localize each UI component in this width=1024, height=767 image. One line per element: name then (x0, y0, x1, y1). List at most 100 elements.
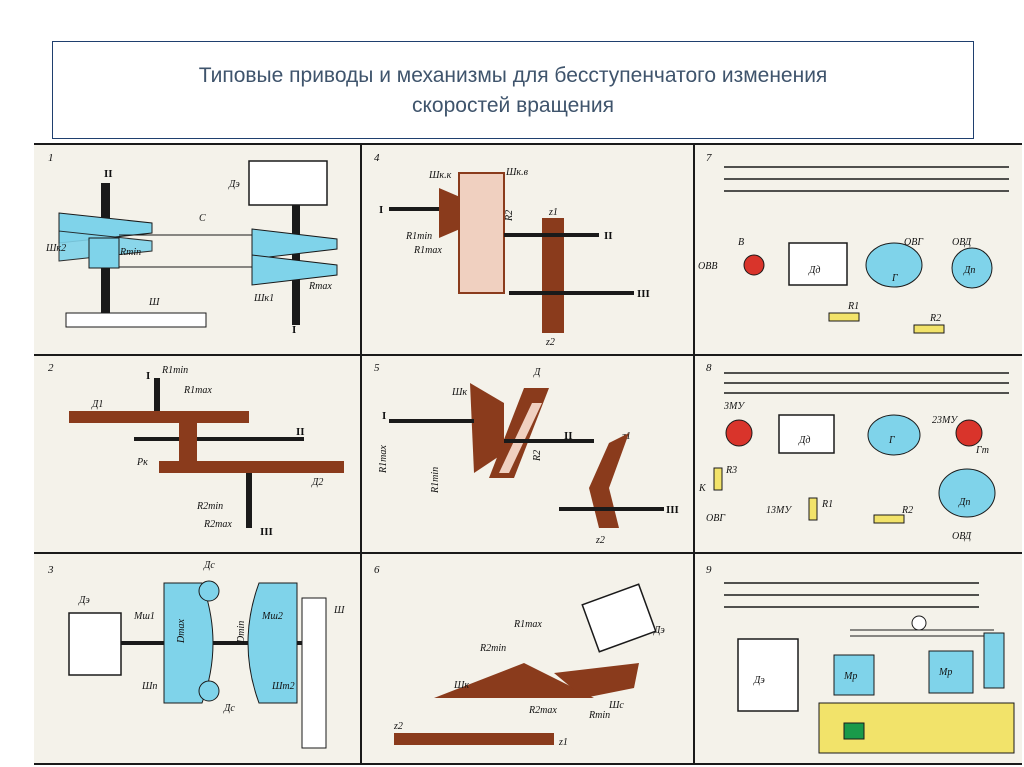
p2-d2: Д2 (311, 477, 323, 488)
p8-gt: Гт (975, 445, 989, 456)
p7-dd: Дд (808, 265, 820, 276)
p5-r2: R2 (532, 450, 543, 462)
p4-z2: z2 (545, 337, 555, 348)
p5-d: Д (533, 367, 541, 378)
diagram-sheet: 1 II Шк2 Rmin С Дэ Шк1 Rmax I Ш 2 I R1mi… (34, 143, 1022, 765)
p3-msh2: Мш2 (261, 611, 283, 622)
p1-rmin: Rmin (119, 247, 141, 258)
panel-grid (34, 143, 1022, 765)
p3-de: Дэ (78, 595, 90, 606)
p2-r2max: R2max (203, 519, 232, 530)
p5-roman-1: I (382, 410, 386, 422)
panel-1: 1 II Шк2 Rmin С Дэ Шк1 Rmax I Ш (45, 152, 338, 336)
p8-r1: R1 (821, 499, 833, 510)
p2-r1min: R1min (161, 365, 188, 376)
title-line-1: Типовые приводы и механизмы для бесступе… (198, 64, 828, 87)
p7-ovg: ОВГ (904, 237, 923, 248)
p3-msh1: Мш1 (133, 611, 155, 622)
p8-g: Г (888, 435, 895, 446)
p5-shk: Шк (451, 387, 467, 398)
p6-r2min: R2min (479, 643, 506, 654)
p8-dp: Дп (958, 497, 970, 508)
p3-dc-top: Дс (203, 560, 215, 571)
panel-1-number: 1 (48, 152, 54, 164)
p4-shkv: Шк.в (505, 167, 529, 178)
panel-8-number: 8 (706, 362, 712, 374)
p1-sh: Ш (148, 297, 160, 308)
panel-2: 2 I R1min R1max Д1 II Рк Д2 R2min R2max … (48, 362, 344, 538)
p7-ovd: ОВД (952, 237, 972, 248)
p3-sh: Ш (333, 605, 345, 616)
panel-5: 5 Шк Д I R1max R1min II R2 z1 III z2 (374, 362, 679, 546)
diagram-svg: 1 II Шк2 Rmin С Дэ Шк1 Rmax I Ш 2 I R1mi… (34, 143, 1022, 765)
p6-shc: Шс (608, 700, 624, 711)
p8-ovd: ОВД (952, 531, 972, 542)
title-line-2: скоростей вращения (411, 94, 615, 117)
p8-k: К (698, 483, 707, 494)
p2-roman-mid: II (296, 426, 305, 438)
panel-7-number: 7 (706, 152, 712, 164)
p4-r1min: R1min (405, 231, 432, 242)
p2-rk: Рк (136, 457, 148, 468)
p2-roman-top: I (146, 370, 150, 382)
p7-v: В (738, 237, 744, 248)
p6-z2: z2 (393, 721, 403, 732)
p3-dc-bottom: Дс (223, 703, 235, 714)
p4-roman-2: II (604, 230, 613, 242)
p1-shk1: Шк1 (253, 293, 274, 304)
p1-shk2: Шк2 (45, 243, 66, 254)
title-box: Типовые приводы и механизмы для бесступе… (52, 41, 974, 139)
p4-roman-1: I (379, 204, 383, 216)
p9-de: Дэ (753, 675, 765, 686)
p8-13mu: 13МУ (766, 505, 792, 516)
p8-r2: R2 (901, 505, 913, 516)
p8-dd: Дд (798, 435, 810, 446)
p4-r1max: R1max (413, 245, 442, 256)
panel-8: 8 3МУ Дд Г 23МУ Гт R3 К ОВГ 13МУ R1 R2 Д… (698, 362, 1009, 542)
panel-4-number: 4 (374, 152, 380, 164)
p9-mr2: Мр (938, 667, 952, 678)
p2-r2min: R2min (196, 501, 223, 512)
p2-r1max: R1max (183, 385, 212, 396)
p1-d-motor: Дэ (228, 179, 240, 190)
p7-r1: R1 (847, 301, 859, 312)
p6-shk: Шк (453, 680, 469, 691)
p5-r1min: R1min (430, 467, 441, 494)
p3-sht2: Шт2 (271, 681, 295, 692)
panel-9: 9 Дэ Мр Мр (706, 564, 1015, 754)
p8-23mu: 23МУ (932, 415, 958, 426)
p6-r2max: R2max (528, 705, 557, 716)
p5-roman-2: II (564, 430, 573, 442)
p4-r2: R2 (504, 210, 515, 222)
panel-6-number: 6 (374, 564, 380, 576)
p5-r1max: R1max (378, 445, 389, 474)
p4-roman-3: III (637, 288, 650, 300)
panel-3-number: 3 (47, 564, 54, 576)
p8-ovg: ОВГ (706, 513, 725, 524)
p7-g: Г (891, 273, 898, 284)
p1-rmax: Rmax (308, 281, 332, 292)
p4-shkk: Шк.к (428, 170, 452, 181)
p5-roman-3: III (666, 504, 679, 516)
panel-5-number: 5 (374, 362, 380, 374)
panel-6: 6 Дэ R1max R2min Шк Шс R2max Rmin z2 z1 (374, 564, 665, 748)
panel-7: 7 Дд В ОВВ Г ОВГ ОВД Дп R1 R2 (698, 152, 1009, 334)
p6-rmin: Rmin (588, 710, 610, 721)
p7-dp: Дп (963, 265, 975, 276)
p3-shp: Шп (141, 681, 157, 692)
p8-3mu: 3МУ (723, 401, 745, 412)
panel-4: 4 Шк.к Шк.в I R1min R1max R2 z1 II III z… (374, 152, 650, 348)
p5-z2: z2 (595, 535, 605, 546)
panel-9-number: 9 (706, 564, 712, 576)
panel-3: 3 Дэ Мш1 Дс Дс Dmax Dmin Мш2 Шп Шт2 Ш (47, 560, 345, 749)
p6-z1: z1 (558, 737, 568, 748)
p6-r1max: R1max (513, 619, 542, 630)
panel-2-number: 2 (48, 362, 54, 374)
p3-dmin: Dmin (236, 621, 247, 644)
p7-ovv: ОВВ (698, 261, 717, 272)
p2-roman-bottom: III (260, 526, 273, 538)
p7-r2: R2 (929, 313, 941, 324)
p1-roman-bottom: I (292, 324, 296, 336)
p3-dmax: Dmax (176, 619, 187, 644)
p8-r3: R3 (725, 465, 737, 476)
